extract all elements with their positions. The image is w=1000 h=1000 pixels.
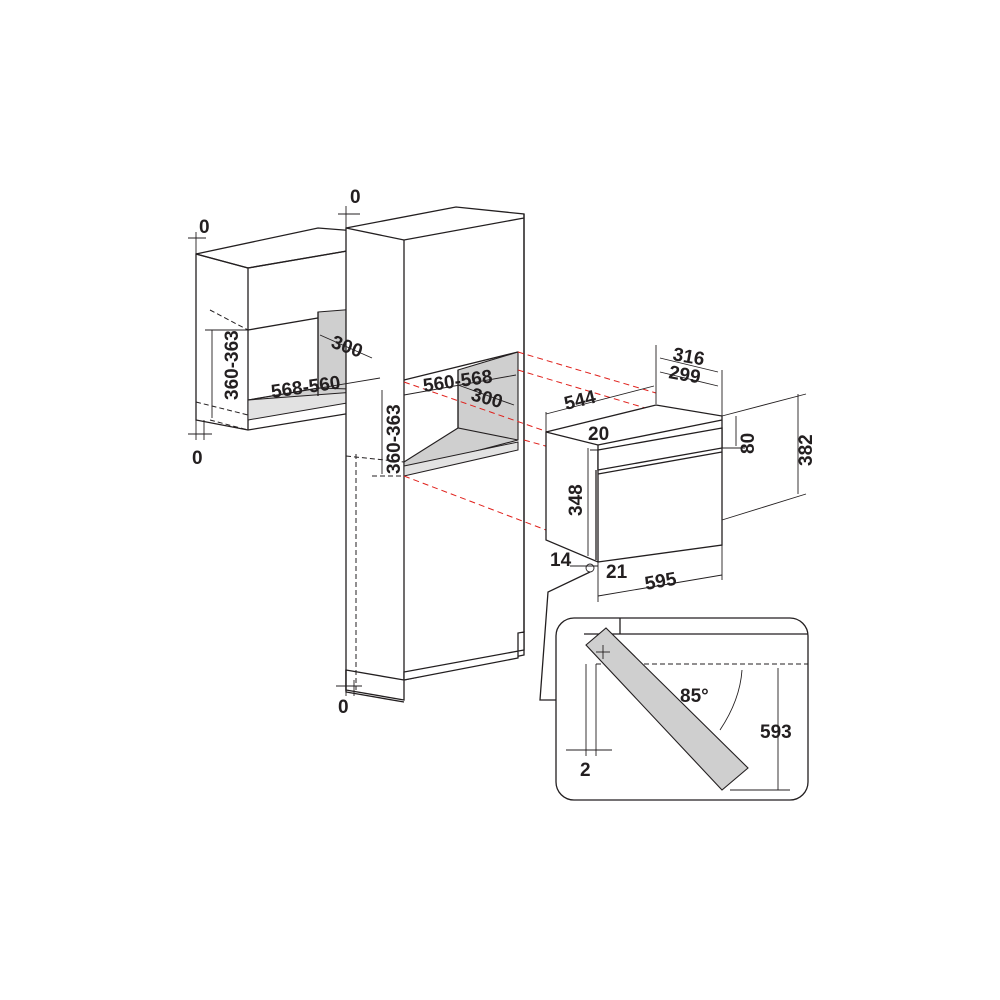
door-detail-callout	[539, 571, 809, 801]
label-oven-depth-body: 299	[667, 362, 702, 388]
dimensions	[188, 206, 807, 696]
label-oven-total-height: 382	[796, 434, 817, 466]
label-wall-gap-top: 0	[199, 217, 210, 238]
label-oven-side-gap: 14	[550, 550, 572, 571]
label-oven-front-offset: 21	[606, 562, 628, 583]
label-tall-gap-top: 0	[350, 187, 361, 208]
tall-cabinet	[345, 206, 525, 703]
label-tall-height: 360-363	[384, 404, 405, 474]
label-oven-panel-height: 80	[738, 433, 759, 454]
label-oven-top-gap: 20	[588, 424, 609, 445]
label-oven-body-height: 348	[566, 484, 587, 516]
oven-body	[545, 404, 723, 563]
label-door-angle: 85°	[680, 686, 709, 707]
label-oven-width-total: 595	[643, 569, 678, 595]
oven	[545, 404, 723, 563]
open-door	[585, 627, 749, 791]
label-door-open-depth: 593	[760, 722, 792, 743]
label-oven-width-body: 544	[562, 387, 598, 415]
label-tall-gap-bottom: 0	[338, 697, 349, 718]
label-wall-height: 360-363	[222, 330, 243, 400]
label-door-offset: 2	[580, 760, 591, 781]
dimension-labels: 0 0 300 360-363 568-560 0 0 300 360-363 …	[192, 187, 817, 781]
label-wall-gap-bottom: 0	[192, 448, 203, 469]
